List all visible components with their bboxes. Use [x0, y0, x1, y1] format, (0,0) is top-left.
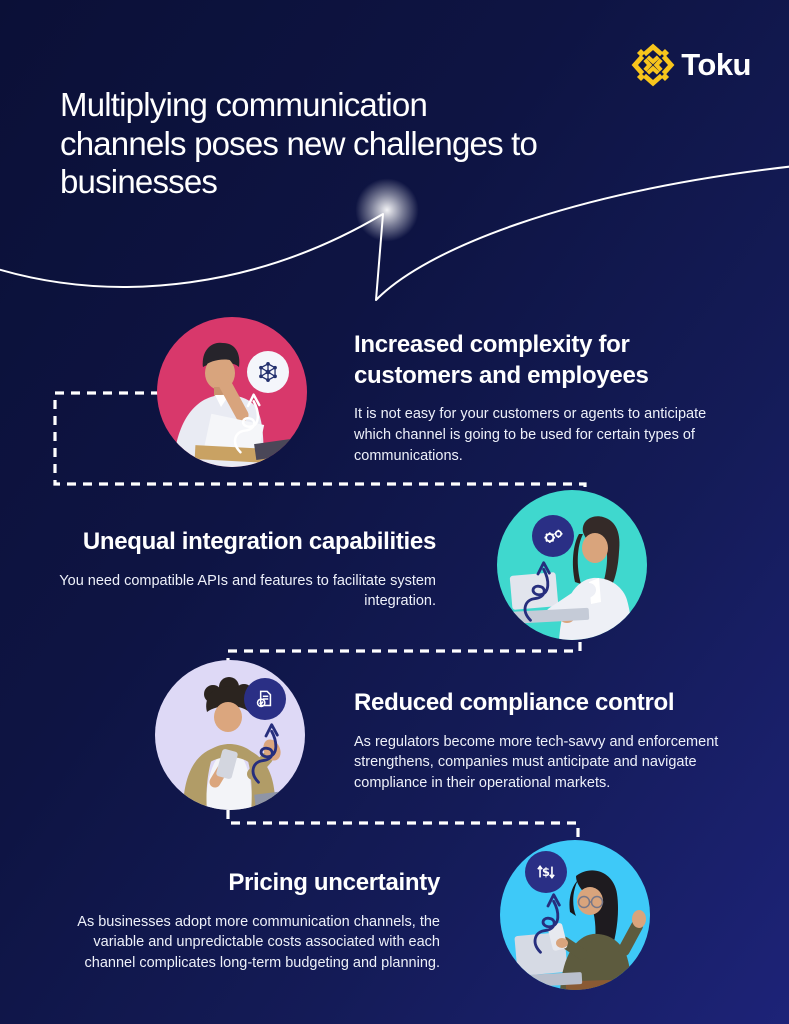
toku-logo: Toku — [630, 42, 751, 88]
woman-glasses-illustration — [507, 870, 650, 990]
section-compliance: Reduced compliance control As regulators… — [354, 688, 732, 793]
swoosh-line — [0, 165, 789, 301]
section-body: As regulators become more tech-savvy and… — [354, 733, 719, 791]
section-pricing: Pricing uncertainty As businesses adopt … — [58, 868, 440, 973]
section-body: It is not easy for your customers or age… — [354, 406, 707, 464]
logo-wordmark: Toku — [681, 47, 751, 82]
curly-arrow-icon — [233, 393, 261, 454]
woman-laptop-illustration — [502, 516, 632, 640]
toku-asterisk-icon — [631, 43, 675, 87]
curly-arrow-icon — [523, 561, 551, 622]
section-body: As businesses adopt more communication c… — [77, 913, 440, 971]
curly-arrow-icon — [251, 723, 279, 784]
document-check-icon — [244, 678, 286, 720]
section-integration: Unequal integration capabilities You nee… — [58, 527, 436, 612]
glow-dot — [355, 178, 419, 242]
curly-arrow-icon — [533, 893, 561, 954]
page-title: Multiplying communication channels poses… — [60, 86, 538, 201]
section-heading: Pricing uncertainty — [228, 869, 440, 896]
photo-circle-integration — [497, 490, 647, 640]
network-complexity-icon — [247, 351, 289, 393]
section-body: You need compatible APIs and features to… — [59, 572, 436, 610]
man-reading-illustration — [173, 342, 300, 467]
currency-cycle-icon: $ — [525, 851, 567, 893]
svg-text:$: $ — [542, 865, 550, 879]
photo-circle-pricing — [500, 840, 650, 990]
section-heading: Unequal integration capabilities — [82, 528, 436, 555]
section-heading: Reduced compliance control — [354, 689, 675, 716]
gears-integration-icon — [532, 515, 574, 557]
section-complexity: Increased complexity for customers and e… — [354, 330, 726, 466]
section-heading: Increased complexity for customers and e… — [354, 331, 649, 389]
photo-circle-complexity — [157, 317, 307, 467]
